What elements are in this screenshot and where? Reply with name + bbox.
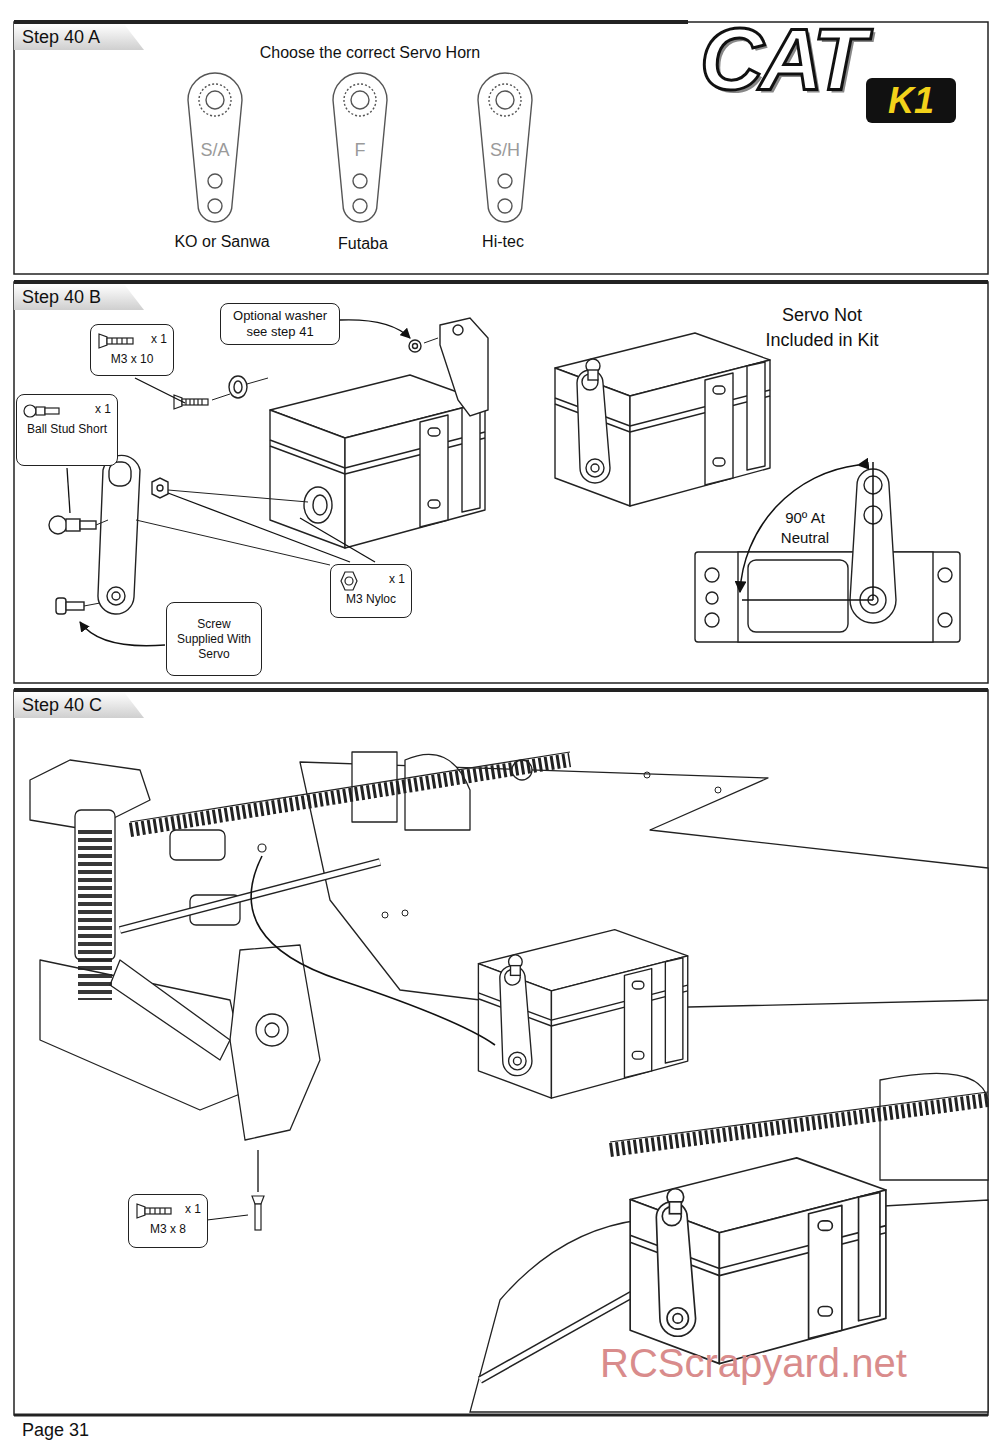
text-label: S/A [180, 140, 250, 161]
text-label: Servo Not Included in Kit [752, 303, 892, 353]
callout-box: x 1 M3 x 10 [90, 324, 174, 376]
callout-text: Screw Supplied With Servo [173, 617, 255, 662]
part-name: M3 Nyloc [337, 592, 405, 606]
watermark: RCScrapyard.net [600, 1340, 980, 1386]
callout-box: x 1 M3 x 8 [128, 1194, 208, 1248]
part-icon [97, 331, 137, 351]
brand-logo: K1 [866, 78, 956, 123]
quantity: x 1 [97, 332, 167, 346]
part-icon [23, 401, 63, 421]
callout-box: x 1 Ball Stud Short [16, 394, 118, 466]
callout-box: Screw Supplied With Servo [166, 602, 262, 676]
part-name: M3 x 10 [97, 352, 167, 366]
quantity: x 1 [337, 572, 405, 586]
callout-text: Optional washer see step 41 [227, 308, 333, 340]
text-label: F [325, 140, 395, 161]
text-label: S/H [470, 140, 540, 161]
step-tab: Step 40 C [14, 692, 144, 718]
part-name: Ball Stud Short [23, 422, 111, 436]
part-icon [135, 1201, 175, 1221]
part-name: M3 x 8 [135, 1222, 201, 1236]
step-tab: Step 40 A [14, 24, 144, 50]
part-icon [337, 571, 377, 591]
text-label: KO or Sanwa [147, 233, 297, 251]
text-label: Choose the correct Servo Horn [200, 44, 540, 62]
step-label: Step 40 B [14, 284, 144, 310]
text-label: Page 31 [22, 1420, 142, 1441]
quantity: x 1 [135, 1202, 201, 1216]
text-label: Hi-tec [440, 233, 566, 251]
step-label: Step 40 A [14, 24, 144, 50]
text-label: Futaba [300, 235, 426, 253]
text-label: 90º At Neutral [760, 508, 850, 548]
step-label: Step 40 C [14, 692, 144, 718]
callout-box: x 1 M3 Nyloc [330, 564, 412, 618]
callout-box: Optional washer see step 41 [220, 303, 340, 345]
quantity: x 1 [23, 402, 111, 416]
step-tab: Step 40 B [14, 284, 144, 310]
